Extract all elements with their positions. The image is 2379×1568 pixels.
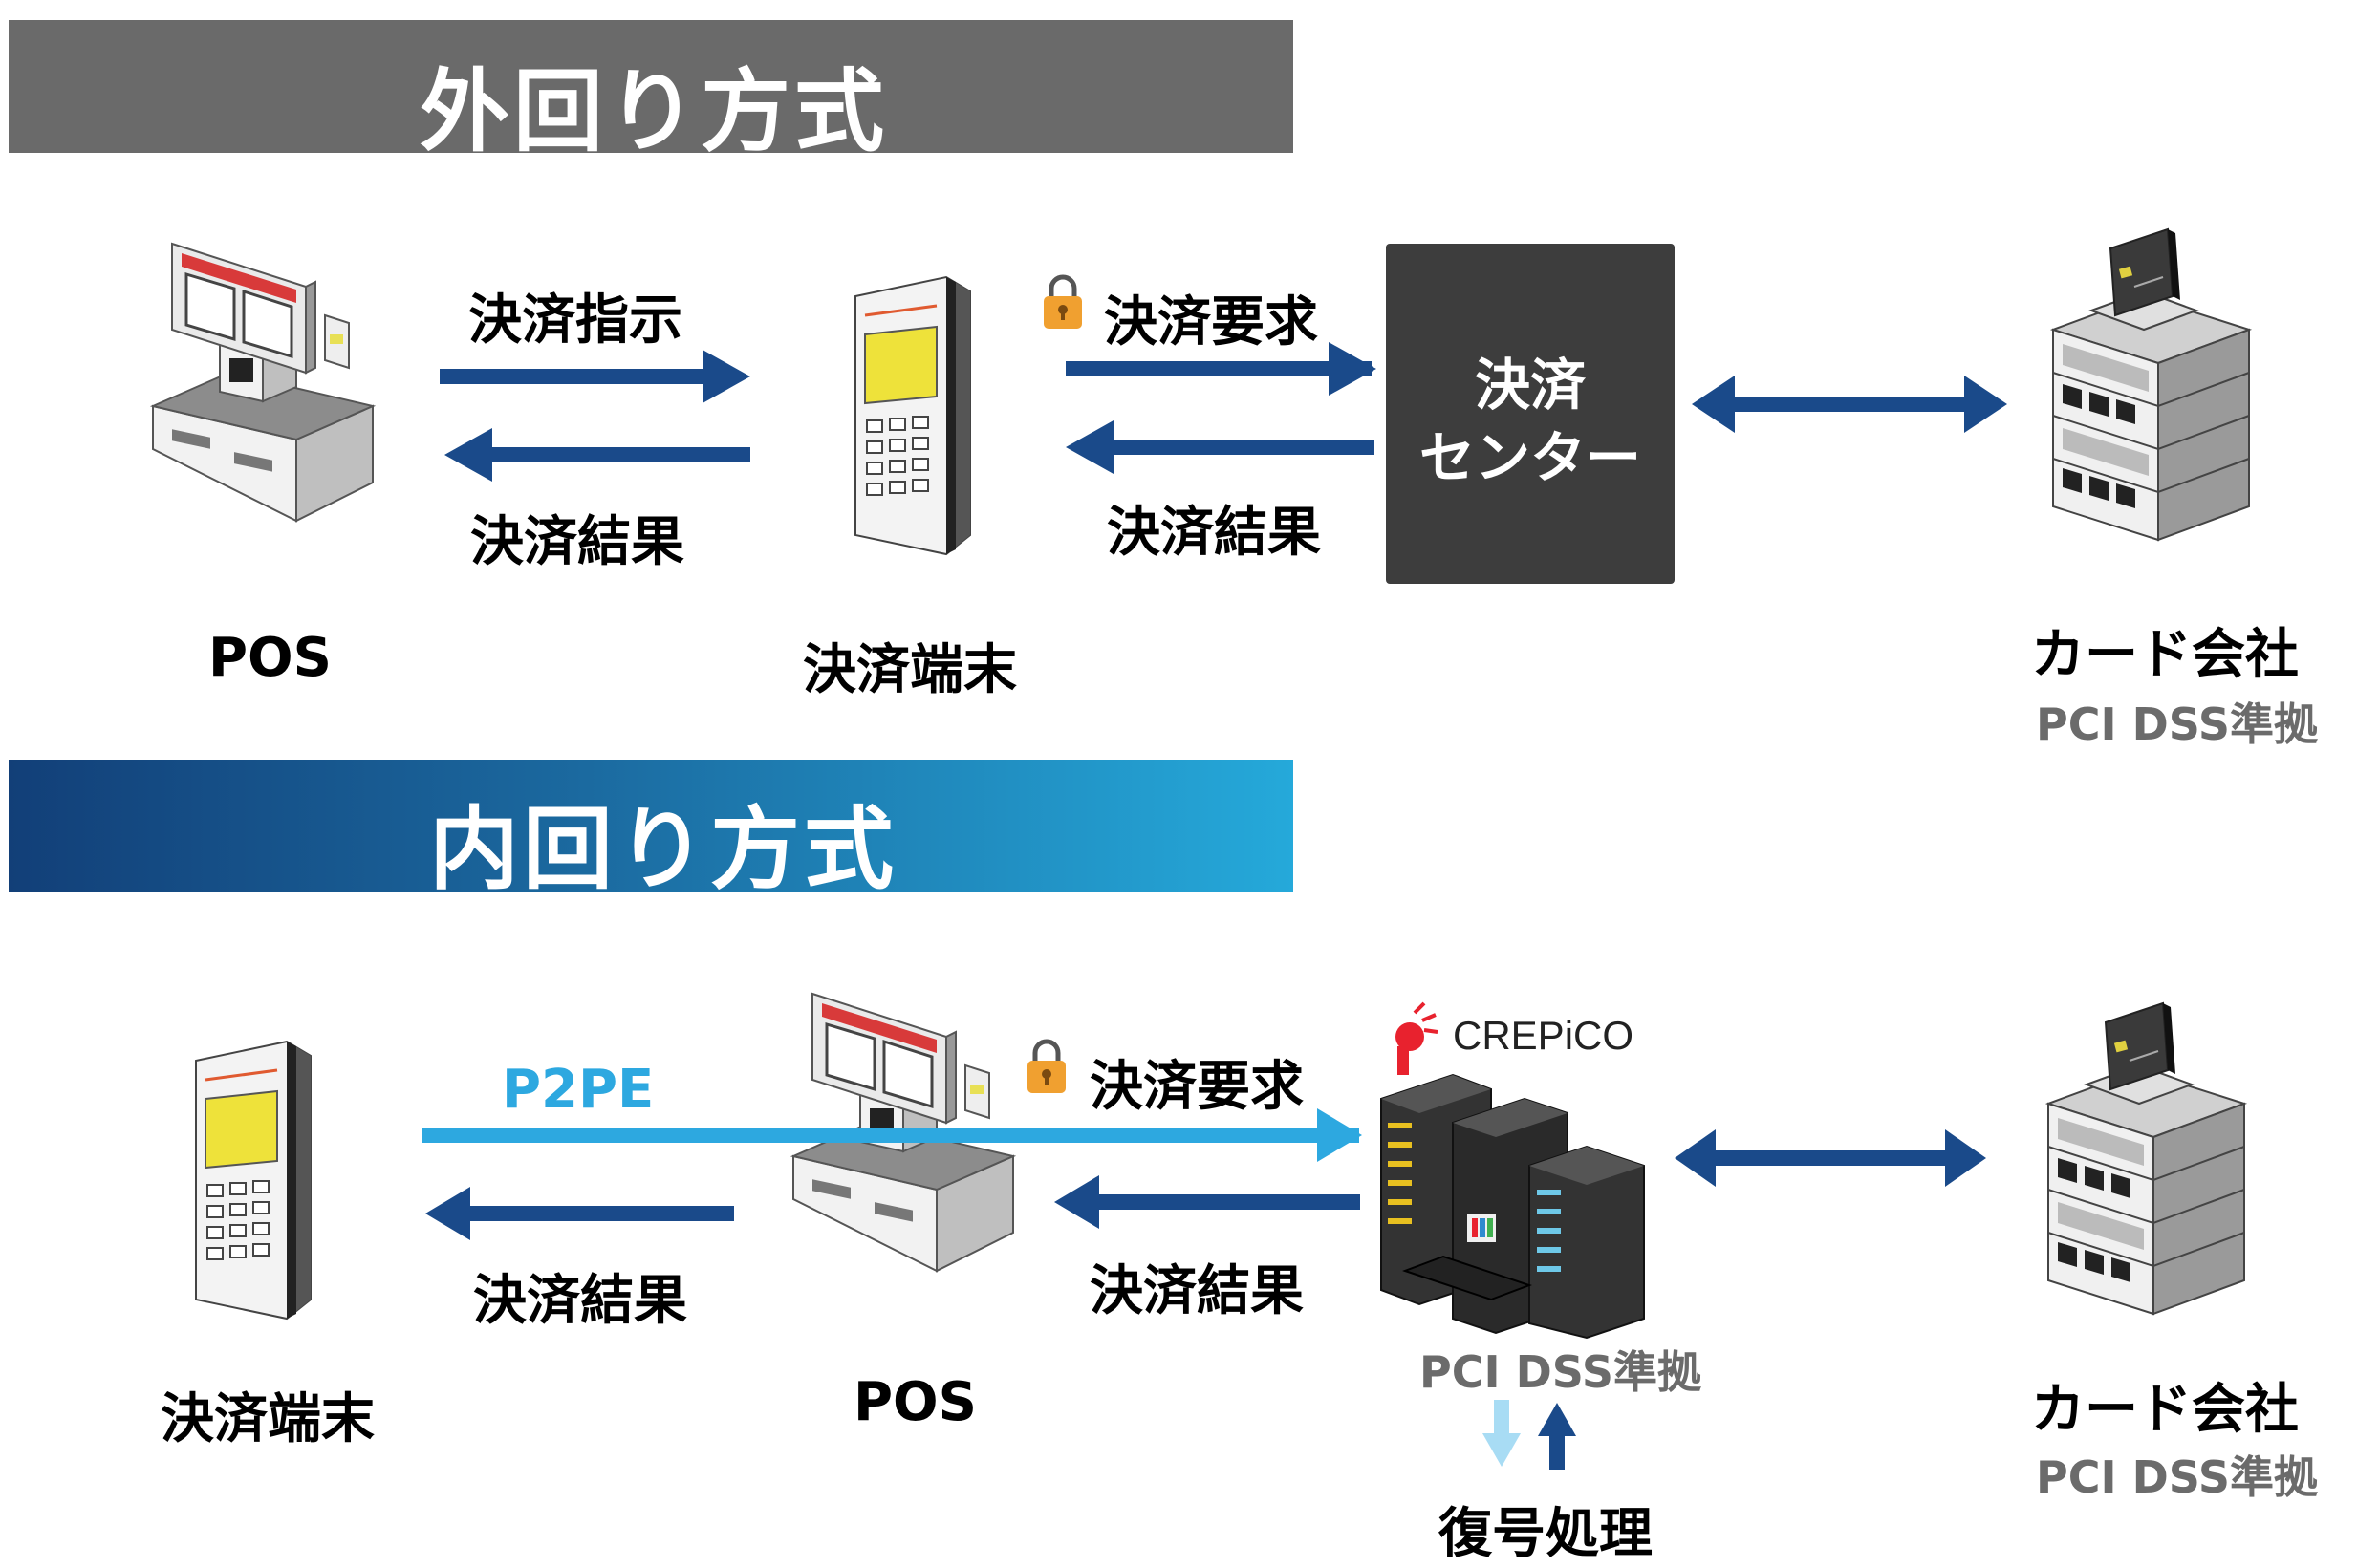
decrypt-up-arrow [1538, 1403, 1576, 1470]
instruction-arrow [440, 350, 750, 403]
payment-center-box: 決済 センター [1386, 244, 1675, 584]
p2pe-label: P2PE [502, 1059, 655, 1121]
payment-center-label: 決済 センター [1386, 349, 1675, 494]
bottom-banner-title: 内回り方式 [429, 798, 898, 902]
pos-label: POS [208, 627, 332, 689]
pos-icon [151, 242, 375, 523]
payment-center-line2: センター [1418, 425, 1641, 490]
terminal-label-bottom: 決済端末 [161, 1388, 375, 1450]
request-label-bottom: 決済要求 [1090, 1056, 1304, 1118]
instruction-label: 決済指示 [468, 290, 682, 352]
card-company-sub-bottom: PCI DSS準拠 [2036, 1451, 2318, 1503]
decrypt-down-arrow [1482, 1400, 1521, 1467]
result-arrow-bottom-1 [425, 1187, 734, 1240]
bottom-banner: 内回り方式 [9, 760, 1293, 902]
decrypt-label: 復号処理 [1438, 1503, 1653, 1565]
payment-center-line1: 決済 [1474, 353, 1586, 418]
card-company-label: カード会社 [2031, 624, 2299, 686]
lock-icon-bottom [1027, 1042, 1066, 1093]
card-company-label-bottom: カード会社 [2031, 1379, 2299, 1441]
request-label-top: 決済要求 [1104, 291, 1318, 354]
p2pe-arrow [422, 1108, 1362, 1162]
double-arrow-bottom [1675, 1129, 1986, 1187]
result-label-top-1: 決済結果 [470, 511, 684, 573]
lock-icon-top [1044, 277, 1082, 329]
crepico-logo-text: CREPiCO [1453, 1013, 1634, 1058]
result-label-bottom-2: 決済結果 [1090, 1260, 1304, 1322]
top-banner: 外回り方式 [9, 20, 1293, 164]
pos-label-bottom: POS [854, 1371, 977, 1433]
result-arrow-top-1 [444, 428, 750, 482]
card-company-building-icon [2052, 228, 2250, 541]
request-arrow-top [1066, 342, 1376, 396]
double-arrow-top [1692, 376, 2007, 433]
crepico-sub: PCI DSS準拠 [1419, 1346, 1701, 1398]
card-company-sub: PCI DSS準拠 [2036, 698, 2318, 750]
payment-terminal-icon [854, 275, 972, 556]
result-label-bottom-1: 決済結果 [473, 1270, 687, 1332]
top-banner-title: 外回り方式 [420, 60, 889, 164]
card-company-building-icon-bottom [2047, 1002, 2245, 1315]
payment-terminal-icon-bottom [194, 1040, 313, 1321]
crepico-logo-mark [1395, 1001, 1438, 1075]
result-arrow-top-2 [1066, 420, 1374, 474]
result-arrow-bottom-2 [1054, 1175, 1360, 1229]
result-label-top-2: 決済結果 [1107, 502, 1321, 564]
terminal-label: 決済端末 [803, 639, 1017, 701]
server-cluster-icon [1380, 1073, 1645, 1340]
